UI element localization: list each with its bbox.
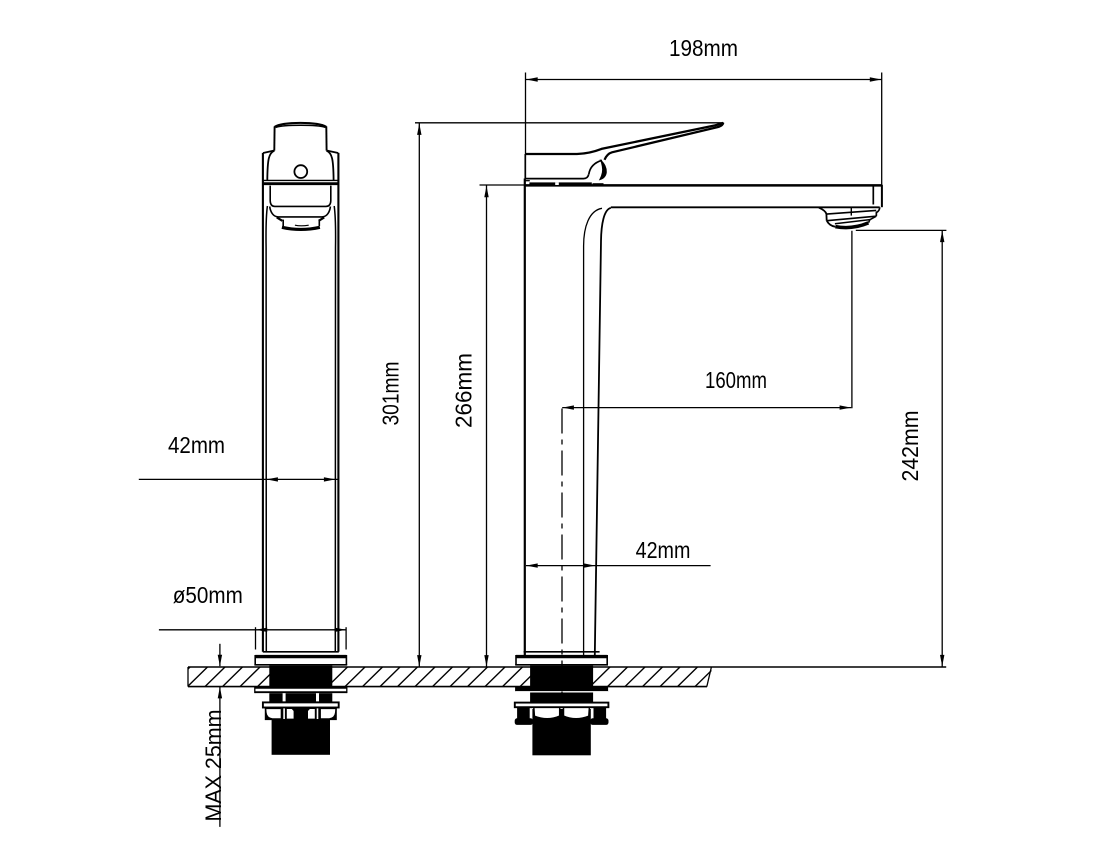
svg-text:42mm: 42mm bbox=[168, 432, 225, 458]
svg-text:266mm: 266mm bbox=[451, 353, 477, 428]
svg-text:242mm: 242mm bbox=[897, 411, 923, 482]
svg-text:160mm: 160mm bbox=[705, 367, 767, 393]
svg-text:198mm: 198mm bbox=[669, 35, 738, 61]
svg-text:ø50mm: ø50mm bbox=[173, 582, 243, 608]
svg-text:42mm: 42mm bbox=[636, 537, 691, 563]
svg-text:MAX 25mm: MAX 25mm bbox=[201, 710, 226, 822]
svg-text:301mm: 301mm bbox=[378, 362, 404, 426]
